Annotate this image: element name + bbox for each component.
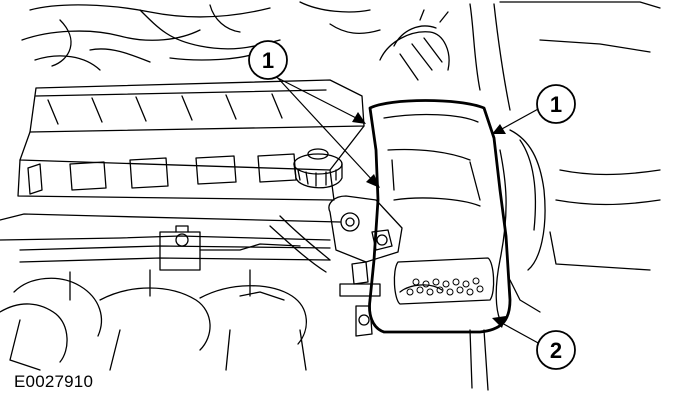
mounting-bracket — [328, 195, 443, 337]
callout-label: 1 — [262, 48, 274, 73]
callout-label: 1 — [550, 92, 562, 117]
callout-1-right: 1 — [536, 84, 576, 124]
leader-line-1b — [275, 75, 375, 183]
callout-1-top: 1 — [248, 40, 288, 80]
leader-lines — [265, 71, 541, 345]
arrowhead-1a — [352, 112, 366, 124]
manifold-runners — [0, 269, 307, 371]
leader-line-1a — [265, 71, 361, 121]
coolant-hoses — [269, 9, 450, 273]
arrowhead-1b — [366, 174, 380, 188]
figure-reference-code: E0027910 — [14, 372, 94, 391]
upper-hoses — [21, 1, 381, 71]
leader-line-1c — [499, 107, 541, 131]
arrowhead-2 — [492, 316, 506, 328]
engine-cover — [368, 99, 512, 334]
cylinder-head-ribs — [0, 153, 341, 241]
right-side-components — [469, 1, 661, 391]
fuel-rail — [19, 225, 331, 271]
leader-line-2 — [499, 321, 541, 345]
oil-filler-cap — [293, 148, 343, 189]
engine-cover-grille — [406, 277, 484, 296]
camshaft-cover — [17, 79, 365, 201]
callout-2: 2 — [536, 330, 576, 370]
arrowheads — [352, 112, 506, 328]
arrowhead-1c — [492, 124, 506, 134]
callout-label: 2 — [550, 338, 562, 363]
